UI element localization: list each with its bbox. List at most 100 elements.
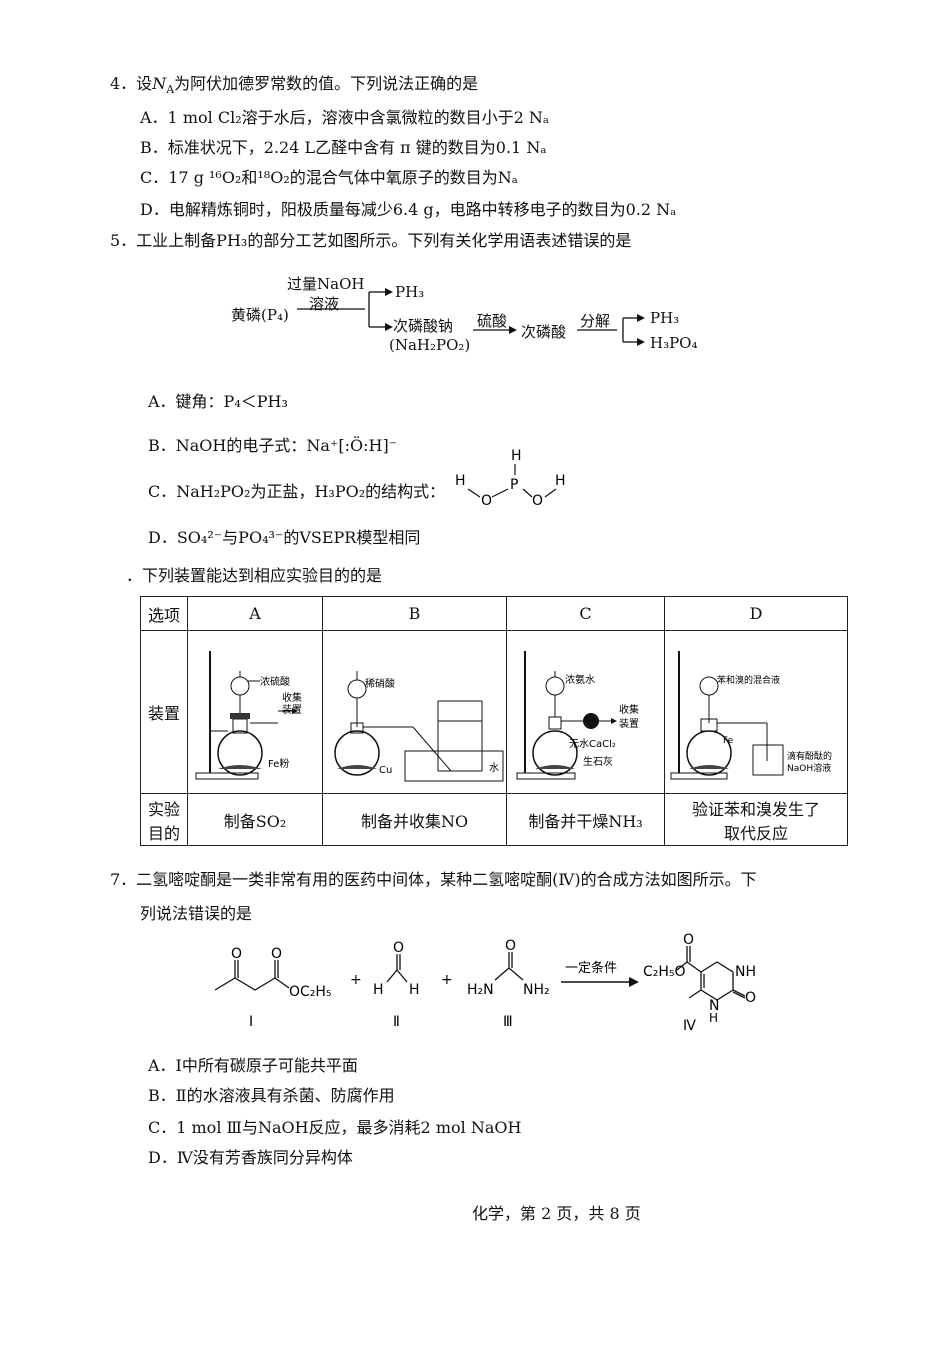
q7-stem-line2: 列说法错误的是 bbox=[140, 904, 253, 923]
flow-reagent1-bottom: 溶液 bbox=[309, 295, 340, 313]
purpose-d-line1: 验证苯和溴发生了 bbox=[691, 799, 820, 819]
reaction-conditions: 一定条件 bbox=[565, 960, 617, 976]
q4-option-d: D．电解精炼铜时，阳极质量每减少6.4 g，电路中转移电子的数目为0.2 Nₐ bbox=[140, 200, 677, 219]
label-d-fe: Fe bbox=[723, 736, 734, 746]
q4-option-c: C．17 g ¹⁶O₂和¹⁸O₂的混合气体中氧原子的数目为Nₐ bbox=[140, 168, 518, 187]
q4-stem: 4．设NA为阿伏加德罗常数的值。下列说法正确的是 bbox=[110, 70, 478, 96]
table-header-a: A bbox=[187, 596, 323, 631]
purpose-c: 制备并干燥NH₃ bbox=[506, 793, 665, 846]
label-c-collect: 收集 bbox=[619, 703, 639, 716]
q7-option-c: C．1 mol Ⅲ与NaOH反应，最多消耗2 mol NaOH bbox=[148, 1118, 522, 1137]
flow-product-naH2PO2: 次磷酸钠 bbox=[393, 317, 454, 335]
table-header-option: 选项 bbox=[140, 596, 188, 631]
table-header-b: B bbox=[322, 596, 507, 631]
flow-product-ph3: PH₃ bbox=[395, 283, 425, 301]
label-mol-iv: Ⅳ bbox=[683, 1018, 696, 1034]
flow-arrows bbox=[297, 288, 645, 346]
mol4-nh-h: H bbox=[709, 1011, 718, 1025]
apparatus-a: 浓硫酸 收集 装置 Fe粉 bbox=[187, 630, 323, 794]
struct-h-top: H bbox=[511, 448, 522, 464]
apparatus-b-drawing: 稀硝酸 Cu 水 bbox=[334, 671, 504, 782]
row-label-purpose: 实验 目的 bbox=[140, 793, 188, 846]
q4-stem-post: 为阿伏加德罗常数的值。下列说法正确的是 bbox=[174, 74, 479, 93]
mol4-c2h5o: C₂H₅O bbox=[643, 964, 686, 980]
q5-option-d: D．SO₄²⁻与PO₄³⁻的VSEPR模型相同 bbox=[148, 528, 421, 547]
q4-option-b: B．标准状况下，2.24 L乙醛中含有 π 键的数目为0.1 Nₐ bbox=[140, 138, 547, 157]
mol4-n: N bbox=[709, 998, 719, 1014]
plus-1: + bbox=[350, 972, 362, 988]
mol1-o1: O bbox=[231, 946, 242, 962]
q5-option-a: A．键角：P₄＜PH₃ bbox=[148, 392, 288, 411]
apparatus-d-drawing: 苯和溴的混合液 Fe 滴有酚酞的 NaOH溶液 bbox=[670, 651, 832, 780]
q7-option-d: D．Ⅳ没有芳香族同分异构体 bbox=[148, 1148, 353, 1167]
q5-flow-diagram: 黄磷(P₄) 过量NaOH 溶液 PH₃ 次磷酸钠 (NaH₂PO₂) 硫酸 次… bbox=[225, 272, 725, 362]
page-footer: 化学，第 2 页，共 8 页 bbox=[472, 1204, 641, 1223]
struct-o-left: O bbox=[481, 493, 492, 509]
label-mol-ii: Ⅱ bbox=[393, 1014, 400, 1030]
struct-h-left: H bbox=[455, 473, 466, 489]
q6-stem: ．下列装置能达到相应实验目的的是 bbox=[126, 566, 383, 585]
mol3-o: O bbox=[505, 938, 516, 954]
q5-option-b: B．NaOH的电子式：Na⁺[:Ö:H]⁻ bbox=[148, 436, 398, 455]
label-d-naoh: NaOH溶液 bbox=[787, 762, 831, 774]
apparatus-table: 选项 A B C D 装置 浓硫酸 收集 bbox=[140, 596, 848, 846]
purpose-a: 制备SO₂ bbox=[187, 793, 323, 846]
q5-option-c: C．NaH₂PO₂为正盐，H₃PO₂的结构式： bbox=[148, 482, 446, 501]
label-a-collect: 收集 bbox=[282, 691, 302, 704]
flow-product-formula: (NaH₂PO₂) bbox=[389, 336, 471, 354]
mol2-o: O bbox=[393, 940, 404, 956]
plus-2: + bbox=[441, 972, 453, 988]
h3po2-structure: H P O O H H bbox=[455, 448, 566, 509]
label-a-fe: Fe粉 bbox=[268, 757, 289, 770]
label-b-water: 水 bbox=[489, 762, 499, 774]
mol1-oc2h5: OC₂H₅ bbox=[289, 984, 332, 1000]
mol4-nh: NH bbox=[735, 964, 756, 980]
purpose-d: 验证苯和溴发生了 取代反应 bbox=[664, 793, 848, 846]
flow-start: 黄磷(P₄) bbox=[231, 306, 289, 324]
q4-option-a: A．1 mol Cl₂溶于水后，溶液中含氯微粒的数目小于2 Nₐ bbox=[140, 108, 550, 127]
mol4-o-ester: O bbox=[683, 932, 694, 948]
label-a-device: 装置 bbox=[282, 703, 302, 716]
apparatus-b: 稀硝酸 Cu 水 bbox=[322, 630, 507, 794]
flow-reagent1-top: 过量NaOH bbox=[287, 275, 365, 293]
apparatus-c: 浓氨水 收集 装置 无水CaCl₂ 生石灰 bbox=[506, 630, 665, 794]
q7-stem-line1: 7．二氢嘧啶酮是一类非常有用的医药中间体，某种二氢嘧啶酮(Ⅳ)的合成方法如图所示… bbox=[110, 870, 757, 889]
label-b-dilute-hno3: 稀硝酸 bbox=[365, 677, 395, 690]
mol2-h-right: H bbox=[409, 982, 420, 998]
flow-reagent-sulfuric: 硫酸 bbox=[477, 312, 508, 330]
label-d-benzene-br2: 苯和溴的混合液 bbox=[717, 674, 780, 686]
struct-p: P bbox=[510, 477, 518, 493]
q4-stem-pre: 4．设 bbox=[110, 74, 153, 93]
q5-stem: 5．工业上制备PH₃的部分工艺如图所示。下列有关化学用语表述错误的是 bbox=[110, 231, 632, 250]
apparatus-a-drawing: 浓硫酸 收集 装置 Fe粉 bbox=[195, 651, 302, 780]
row-label-device: 装置 bbox=[140, 630, 188, 794]
label-c-conc-nh3: 浓氨水 bbox=[565, 673, 595, 686]
table-header-d: D bbox=[664, 596, 848, 631]
purpose-label-1: 实验 bbox=[147, 799, 180, 819]
flow-reagent-decompose: 分解 bbox=[580, 312, 611, 330]
mol3-nh2: NH₂ bbox=[523, 982, 550, 998]
label-mol-iii: Ⅲ bbox=[503, 1014, 513, 1030]
label-c-device: 装置 bbox=[619, 717, 639, 730]
mol4-o-urea: O bbox=[745, 990, 756, 1006]
label-c-quicklime: 生石灰 bbox=[583, 755, 613, 768]
purpose-label-2: 目的 bbox=[147, 823, 180, 843]
mol3-h2n: H₂N bbox=[467, 982, 494, 998]
apparatus-c-drawing: 浓氨水 收集 装置 无水CaCl₂ 生石灰 bbox=[516, 651, 639, 780]
mol1-o2: O bbox=[271, 946, 282, 962]
flow-product-h3po2: 次磷酸 bbox=[521, 323, 567, 341]
na-symbol: N bbox=[152, 74, 167, 93]
q7-option-a: A．Ⅰ中所有碳原子可能共平面 bbox=[148, 1056, 358, 1075]
flow-product-ph3-2: PH₃ bbox=[650, 309, 680, 327]
label-d-phenolphthalein: 滴有酚酞的 bbox=[787, 750, 832, 762]
flow-product-h3po4: H₃PO₄ bbox=[650, 334, 698, 352]
table-header-c: C bbox=[506, 596, 665, 631]
struct-o-right: O bbox=[532, 493, 543, 509]
label-mol-i: Ⅰ bbox=[249, 1014, 253, 1030]
struct-h-right: H bbox=[555, 473, 566, 489]
purpose-b: 制备并收集NO bbox=[322, 793, 507, 846]
na-sub: A bbox=[166, 83, 175, 97]
q7-option-b: B．Ⅱ的水溶液具有杀菌、防腐作用 bbox=[148, 1086, 395, 1105]
mol2-h-left: H bbox=[373, 982, 384, 998]
q7-reaction-scheme: O O OC₂H₅ Ⅰ + O H H Ⅱ + O H₂N NH₂ Ⅲ 一定条件… bbox=[214, 932, 756, 1034]
